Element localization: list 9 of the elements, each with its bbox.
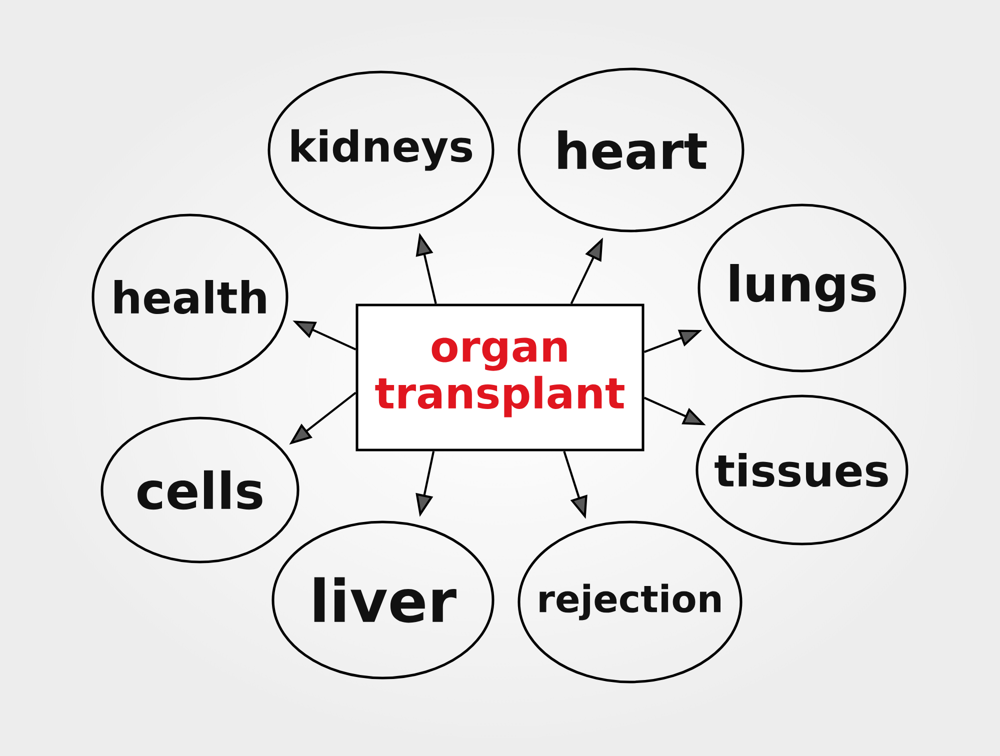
ellipse-bubble: heart: [518, 68, 744, 232]
central-topic-box: organ transplant: [356, 304, 644, 452]
ellipse-bubble: tissues: [696, 394, 908, 546]
ellipse-bubble: health: [92, 214, 288, 380]
ellipse-bubble: rejection: [518, 520, 742, 684]
ellipse-bubble: liver: [272, 520, 494, 680]
ellipse-bubble: lungs: [698, 204, 906, 372]
ellipse-bubble: kidneys: [268, 70, 494, 230]
ellipse-bubble: cells: [100, 416, 300, 564]
